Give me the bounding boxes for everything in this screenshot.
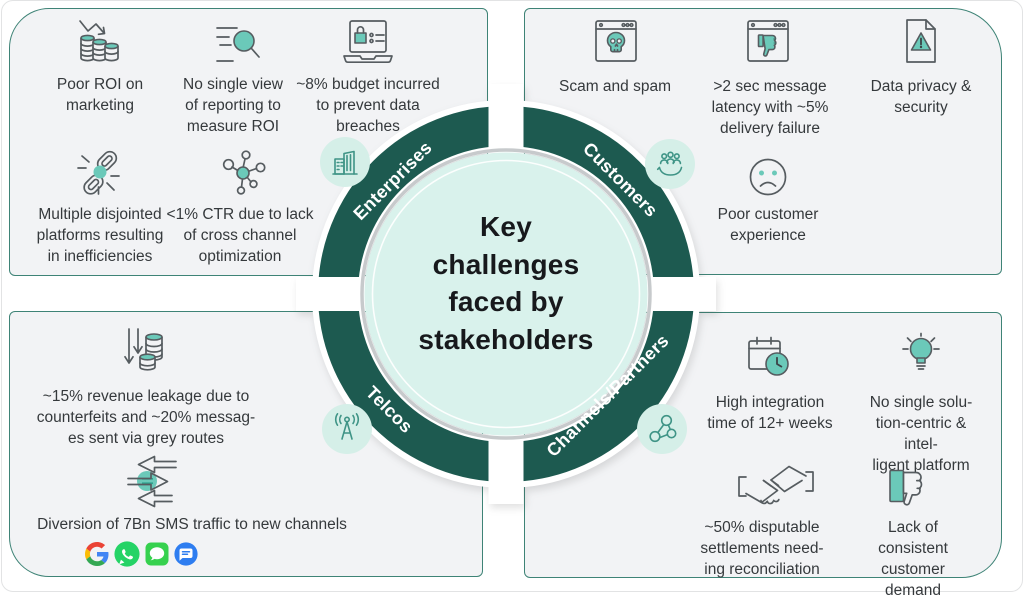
item-label: ~8% budget incurred to prevent data brea…	[296, 76, 440, 135]
calendar-clock-icon	[741, 333, 793, 383]
item-label: Lack of consistent customer demand	[878, 519, 948, 598]
whatsapp-icon	[114, 541, 140, 567]
item-label: Scam and spam	[559, 78, 671, 95]
item-label: <1% CTR due to lack of cross channel opt…	[166, 206, 314, 265]
chat-icon	[174, 542, 198, 566]
item-label: No single view of reporting to measure R…	[183, 76, 283, 135]
item-label: ~15% revenue leakage due to counterfeits…	[36, 388, 256, 447]
buildings-icon	[320, 137, 370, 187]
item-label: Poor ROI on marketing	[56, 76, 144, 114]
page-title: Key challenges faced by stakeholders	[418, 210, 594, 355]
google-icon	[85, 542, 109, 566]
warning-document-icon	[902, 17, 940, 65]
network-nodes-icon	[218, 147, 268, 197]
radio-tower-icon	[322, 404, 372, 454]
item-label: High integration time of 12+ weeks	[707, 394, 833, 432]
item-label: Multiple disjointed platforms resulting …	[36, 206, 164, 265]
messages-icon	[145, 542, 169, 566]
item-label: Diversion of 7Bn SMS traffic to new chan…	[37, 516, 347, 533]
handshake-icon	[732, 461, 820, 513]
item-label: Data privacy & security	[870, 78, 972, 116]
item-label: ~50% disputable settlements need- ing re…	[700, 519, 824, 578]
stakeholder-ring	[296, 84, 716, 504]
laptop-lock-icon	[339, 18, 397, 66]
item-label: No single solu- tion-centric & intel- li…	[869, 394, 973, 474]
people-hand-icon	[645, 139, 695, 189]
search-report-icon	[213, 17, 263, 67]
molecule-icon	[637, 404, 687, 454]
browser-skull-icon	[593, 18, 639, 64]
item-label: Poor customer experience	[717, 206, 819, 244]
app-icons-row	[85, 541, 198, 567]
lightbulb-icon	[897, 332, 945, 380]
sad-face-icon	[744, 153, 792, 201]
diversion-arrows-icon	[120, 453, 180, 509]
coins-decline-icon	[74, 16, 126, 68]
thumbs-down-icon	[885, 462, 937, 512]
browser-thumbs-down-icon	[745, 18, 791, 64]
revenue-leakage-icon	[118, 325, 172, 379]
item-label: >2 sec message latency with ~5% delivery…	[711, 78, 829, 137]
broken-chain-icon	[74, 147, 126, 199]
